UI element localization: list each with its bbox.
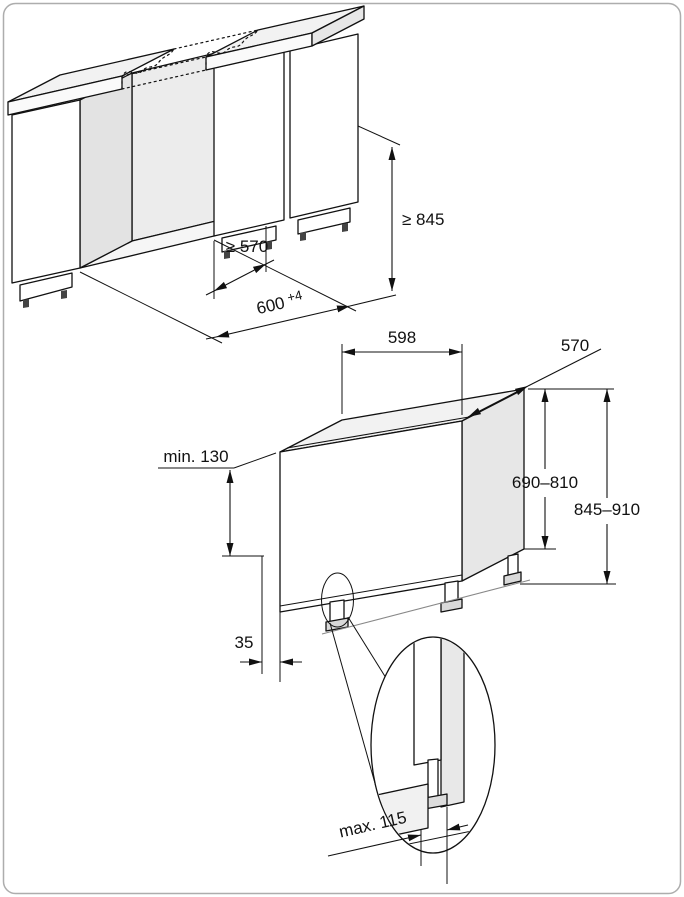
detail-source-ellipse <box>321 572 354 628</box>
label-niche-width: 600+4 <box>254 287 305 318</box>
label-niche-height: ≥ 845 <box>402 210 444 229</box>
label-appliance-height: 690–810 <box>512 473 578 492</box>
niche-drawing: ≥ 570 600+4 ≥ 845 <box>7 5 444 344</box>
appliance-door-bottom-line <box>279 574 463 607</box>
worktop-break-dotted <box>121 29 259 90</box>
middle-cabinet-plinth <box>221 225 277 253</box>
label-overall-height: 845–910 <box>574 500 640 519</box>
right-cabinet-front <box>289 33 359 219</box>
dim-niche-width: 600+4 <box>79 239 397 344</box>
appliance-top-edge-line <box>286 416 470 449</box>
niche-width-tolerance: +4 <box>286 287 304 305</box>
appliance-feet <box>321 553 531 635</box>
dim-front-offset: 35 <box>235 556 302 682</box>
dim-overall-height: 845–910 <box>520 389 640 585</box>
left-cabinet-plinth <box>19 272 73 302</box>
dim-plinth-recess: min. 130 <box>158 447 277 557</box>
cabinet-foot <box>342 223 348 232</box>
label-appliance-width: 598 <box>388 328 416 347</box>
appliance-front-face <box>279 420 463 613</box>
appliance-drawing: 598 570 690–810 845–910 min. 130 <box>158 328 640 884</box>
label-plinth-recess: min. 130 <box>163 447 228 466</box>
middle-cabinet-front <box>213 51 285 237</box>
cabinet-foot <box>266 241 272 250</box>
dim-appliance-width: 598 <box>341 328 463 415</box>
cabinet-foot <box>61 290 67 299</box>
niche-width-value: 600 <box>255 293 287 318</box>
worktop-right-end <box>311 5 365 47</box>
dim-plinth-cutout: max. 115 <box>327 807 469 884</box>
right-cabinet-plinth <box>297 207 351 235</box>
cabinet-foot <box>224 250 230 259</box>
dim-appliance-height: 690–810 <box>512 388 614 550</box>
label-plinth-cutout: max. 115 <box>337 808 408 842</box>
left-cabinet-front <box>11 99 81 284</box>
dim-niche-depth: ≥ 570 <box>205 226 275 299</box>
dim-appliance-depth: 570 <box>467 336 602 418</box>
dim-niche-height: ≥ 845 <box>357 125 444 291</box>
label-appliance-depth: 570 <box>561 336 589 355</box>
cabinet-foot <box>23 299 29 308</box>
detail-leader-line <box>347 616 387 679</box>
cabinet-foot <box>300 232 306 241</box>
label-niche-depth: ≥ 570 <box>226 237 268 256</box>
niche-side-wall <box>79 72 133 269</box>
floor-line <box>321 579 531 635</box>
detail-leader-line <box>329 622 379 795</box>
label-front-offset: 35 <box>235 633 254 652</box>
